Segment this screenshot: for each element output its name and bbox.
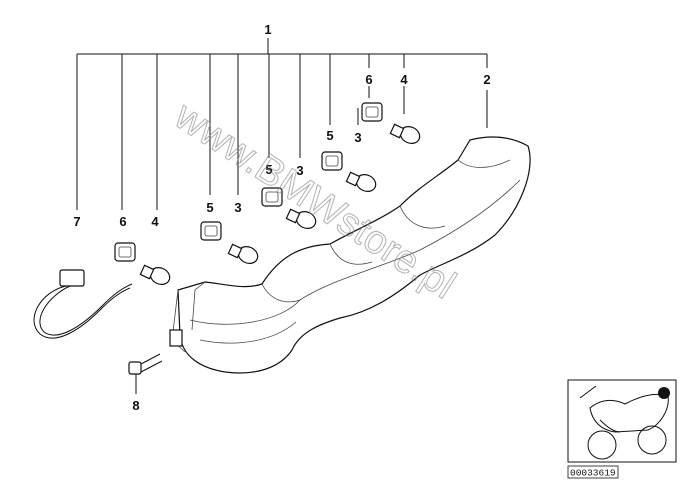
screw bbox=[128, 353, 163, 394]
wiring-harness bbox=[33, 269, 133, 339]
socket-6a bbox=[114, 242, 136, 262]
bulb-4b bbox=[389, 123, 421, 144]
label-8: 8 bbox=[132, 398, 139, 413]
assembly-bracket bbox=[76, 38, 488, 210]
bulb-4a bbox=[139, 264, 171, 285]
label-1: 1 bbox=[264, 22, 271, 37]
label-4: 4 bbox=[151, 214, 159, 229]
label-3: 3 bbox=[296, 163, 303, 178]
tail-light-housing bbox=[169, 136, 531, 374]
label-6: 6 bbox=[119, 214, 126, 229]
label-6: 6 bbox=[365, 72, 372, 87]
motorcycle-thumbnail bbox=[567, 379, 677, 463]
label-4: 4 bbox=[400, 72, 408, 87]
bulb-3b bbox=[285, 208, 317, 229]
label-3: 3 bbox=[234, 200, 241, 215]
label-7: 7 bbox=[73, 214, 80, 229]
label-5: 5 bbox=[206, 200, 213, 215]
reference-box bbox=[567, 465, 619, 479]
reference-number: 00033619 bbox=[570, 468, 616, 479]
label-5: 5 bbox=[265, 162, 272, 177]
label-3: 3 bbox=[354, 130, 361, 145]
bulb-3a bbox=[227, 243, 259, 264]
bulb-3c bbox=[345, 171, 377, 192]
socket-5c bbox=[321, 151, 343, 171]
socket-5b bbox=[261, 187, 283, 207]
socket-5a bbox=[200, 221, 222, 241]
socket-6b bbox=[361, 102, 383, 122]
label-2: 2 bbox=[483, 72, 490, 87]
location-marker bbox=[658, 387, 670, 399]
label-5: 5 bbox=[326, 128, 333, 143]
